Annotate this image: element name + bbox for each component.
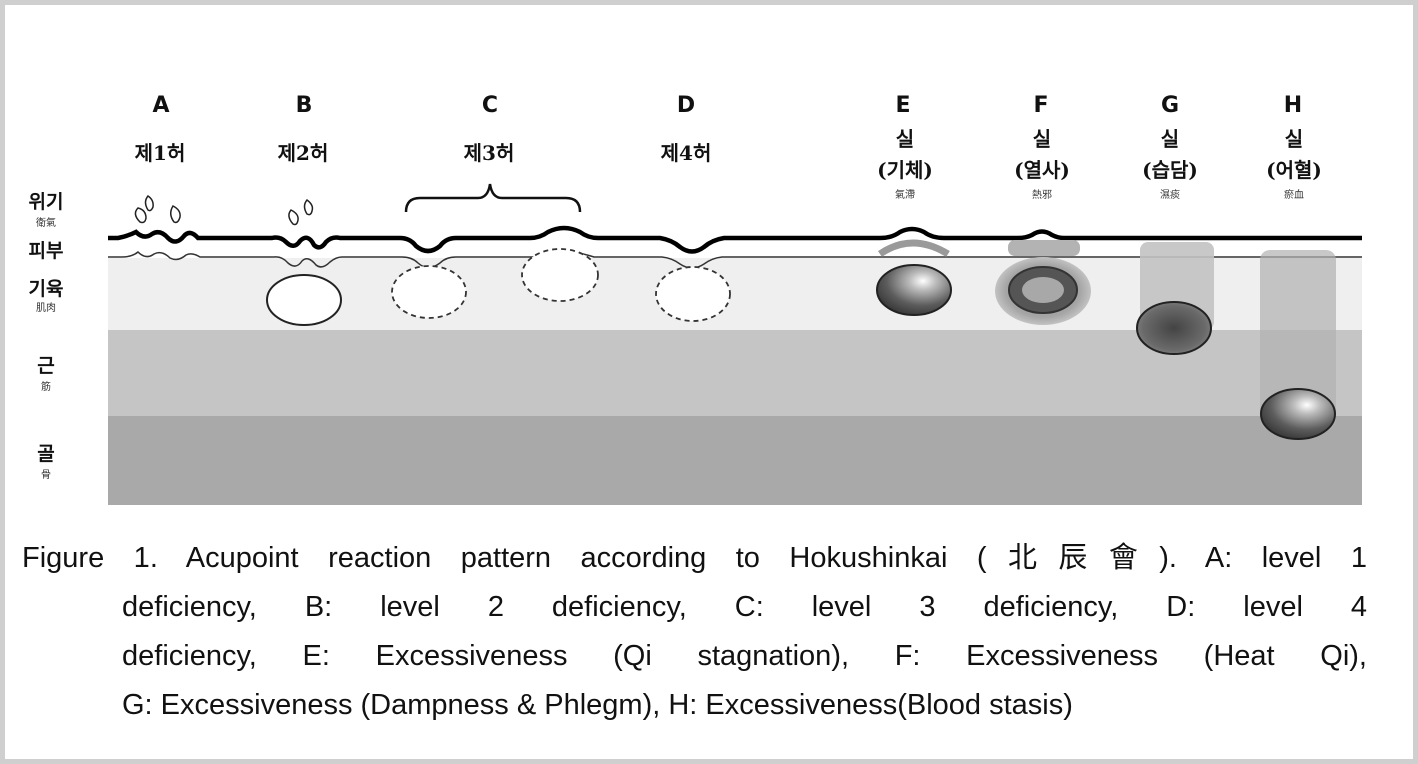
caption-line-2: deficiency, B: level 2 deficiency, C: le… — [122, 591, 1367, 623]
skin-top-line — [108, 225, 1362, 254]
col-d-label: 제4허 — [661, 141, 712, 165]
col-b-label: 제2허 — [278, 141, 329, 165]
layer-label-giyuk: 기육 — [29, 278, 64, 300]
layer-sub-gol: 骨 — [41, 469, 51, 481]
col-d-letter: D — [677, 93, 695, 118]
col-a-letter: A — [152, 93, 169, 118]
col-g-sub: 濕痰 — [1160, 188, 1180, 201]
skin-bottom-line — [108, 250, 1362, 269]
caption-line-1: Figure 1. Acupoint reaction pattern acco… — [22, 542, 1367, 574]
layer-label-wigi: 위기 — [29, 191, 64, 213]
col-e-arc — [878, 239, 950, 258]
col-e-paren: (기체) — [877, 158, 933, 182]
layer-label-geun: 근 — [37, 355, 54, 377]
col-f-label: 실 — [1033, 127, 1051, 151]
col-c-letter: C — [482, 93, 498, 118]
col-f-sub: 熱邪 — [1032, 188, 1052, 201]
col-b-droplets — [288, 198, 314, 226]
col-b-nodule — [266, 274, 342, 326]
col-c-label: 제3허 — [464, 141, 515, 165]
layer-bone-band — [108, 416, 1362, 505]
col-g-paren: (습담) — [1142, 158, 1198, 182]
col-f-core — [1022, 277, 1064, 303]
col-e-nodule — [876, 264, 952, 316]
caption-line-3: deficiency, E: Excessiveness (Qi stagnat… — [122, 640, 1367, 672]
layer-label-pibu: 피부 — [29, 240, 64, 262]
layer-label-gol: 골 — [37, 443, 54, 465]
col-a-label: 제1허 — [135, 141, 186, 165]
col-g-nodule — [1136, 301, 1212, 355]
col-h-paren: (어혈) — [1266, 158, 1322, 182]
layer-sub-wigi: 衛氣 — [36, 216, 56, 229]
col-e-label: 실 — [896, 127, 914, 151]
col-c-nodule-right — [521, 248, 599, 302]
col-f-letter: F — [1033, 93, 1048, 118]
layer-sub-giyuk: 肌肉 — [36, 301, 56, 314]
caption-line-4: G: Excessiveness (Dampness & Phlegm), H:… — [122, 689, 1073, 721]
col-h-label: 실 — [1285, 127, 1303, 151]
figure-caption: Figure 1. Acupoint reaction pattern acco… — [22, 534, 1367, 730]
col-d-nodule — [655, 266, 731, 322]
layer-sub-geun: 筋 — [41, 380, 51, 393]
col-h-sub: 瘀血 — [1284, 188, 1304, 201]
col-h-nodule — [1260, 388, 1336, 440]
col-c-nodule-left — [391, 265, 467, 319]
col-g-letter: G — [1161, 93, 1179, 118]
col-b-letter: B — [296, 93, 313, 118]
col-g-label: 실 — [1161, 127, 1179, 151]
col-f-top-halo — [1008, 240, 1080, 256]
col-f-paren: (열사) — [1014, 158, 1070, 182]
col-e-sub: 氣滯 — [895, 188, 915, 201]
col-e-letter: E — [895, 93, 910, 118]
col-h-letter: H — [1284, 93, 1302, 118]
col-a-droplets — [134, 195, 181, 224]
col-h-column — [1260, 250, 1336, 430]
col-c-brace — [404, 183, 582, 213]
